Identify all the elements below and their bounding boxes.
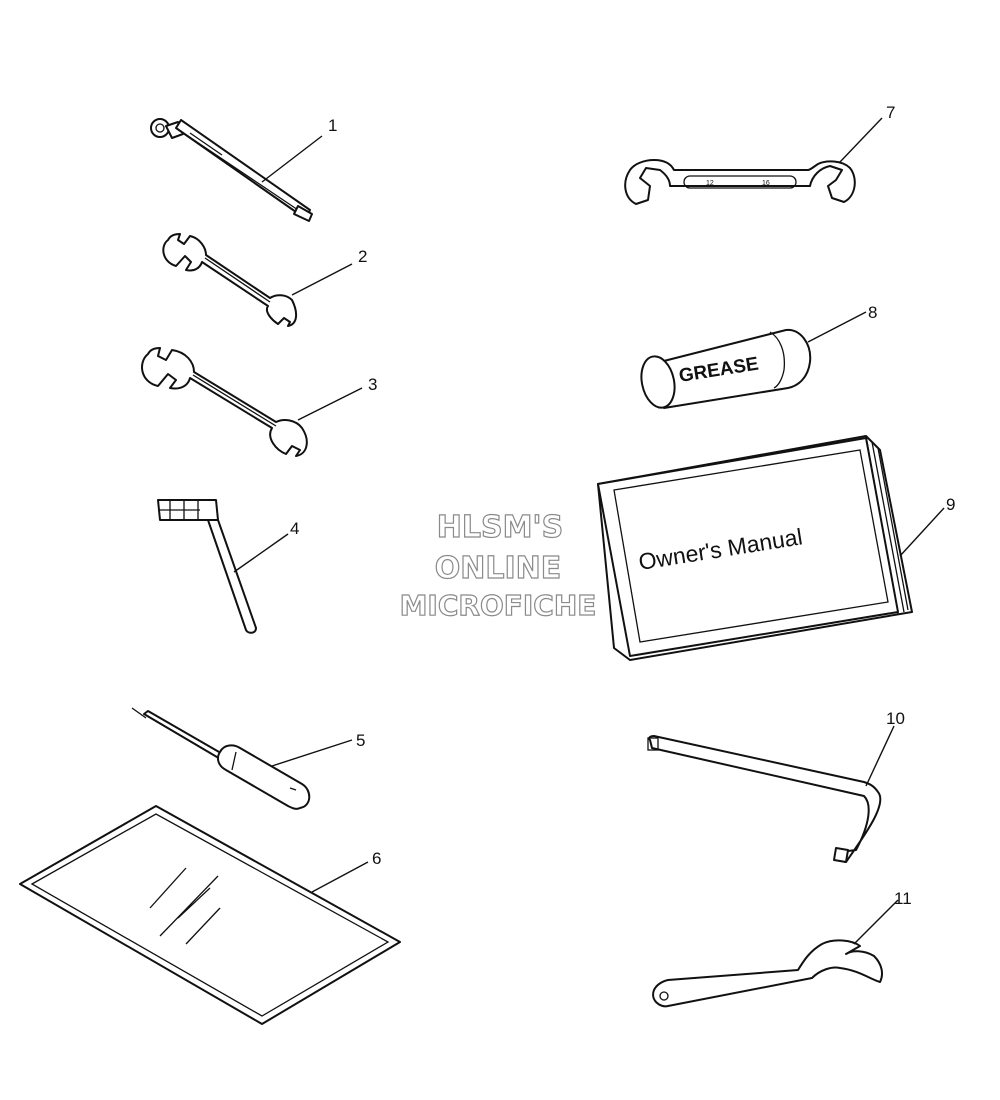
watermark-line-2: ONLINE — [435, 551, 562, 586]
leader-9 — [899, 507, 945, 557]
owners-manual-icon: Owner's Manual — [597, 435, 913, 661]
watermark-line-1: HLSM'S — [437, 510, 563, 545]
callout-4: 4 — [290, 519, 299, 538]
wrench-mark-left: 12 — [706, 180, 714, 187]
callout-3: 3 — [368, 375, 377, 394]
callout-8: 8 — [868, 303, 877, 322]
double-open-wrench-icon: 12 16 — [624, 159, 856, 205]
open-end-wrench-large-icon — [141, 347, 308, 457]
tool-pouch-icon — [19, 805, 401, 1025]
leader-3 — [297, 387, 363, 421]
leader-7 — [839, 117, 883, 163]
hook-spanner-icon — [652, 939, 883, 1008]
leader-10 — [865, 725, 895, 787]
leader-11 — [853, 899, 899, 945]
grease-tube-icon: GREASE — [640, 328, 812, 409]
spark-plug-socket-icon — [157, 499, 257, 634]
leader-1 — [261, 135, 323, 183]
hex-key-icon — [647, 735, 882, 863]
watermark: HLSM'S ONLINE MICROFICHE — [399, 509, 597, 622]
leader-2 — [291, 263, 353, 296]
callout-2: 2 — [358, 247, 367, 266]
watermark-line-3: MICROFICHE — [400, 589, 597, 622]
callout-1: 1 — [328, 116, 337, 135]
callout-11: 11 — [894, 889, 912, 908]
open-end-wrench-small-icon — [162, 233, 298, 327]
screwdriver-icon — [131, 707, 311, 810]
callout-6: 6 — [372, 849, 381, 868]
leader-5 — [271, 739, 353, 767]
callout-9: 9 — [946, 495, 955, 514]
leader-4 — [233, 533, 289, 573]
callout-10: 10 — [886, 709, 905, 728]
callout-5: 5 — [356, 731, 365, 750]
callout-7: 7 — [886, 103, 895, 122]
leader-6 — [311, 861, 369, 893]
wrench-mark-right: 16 — [762, 180, 770, 187]
tire-pressure-gauge-icon — [150, 118, 313, 222]
leader-8 — [807, 311, 867, 343]
